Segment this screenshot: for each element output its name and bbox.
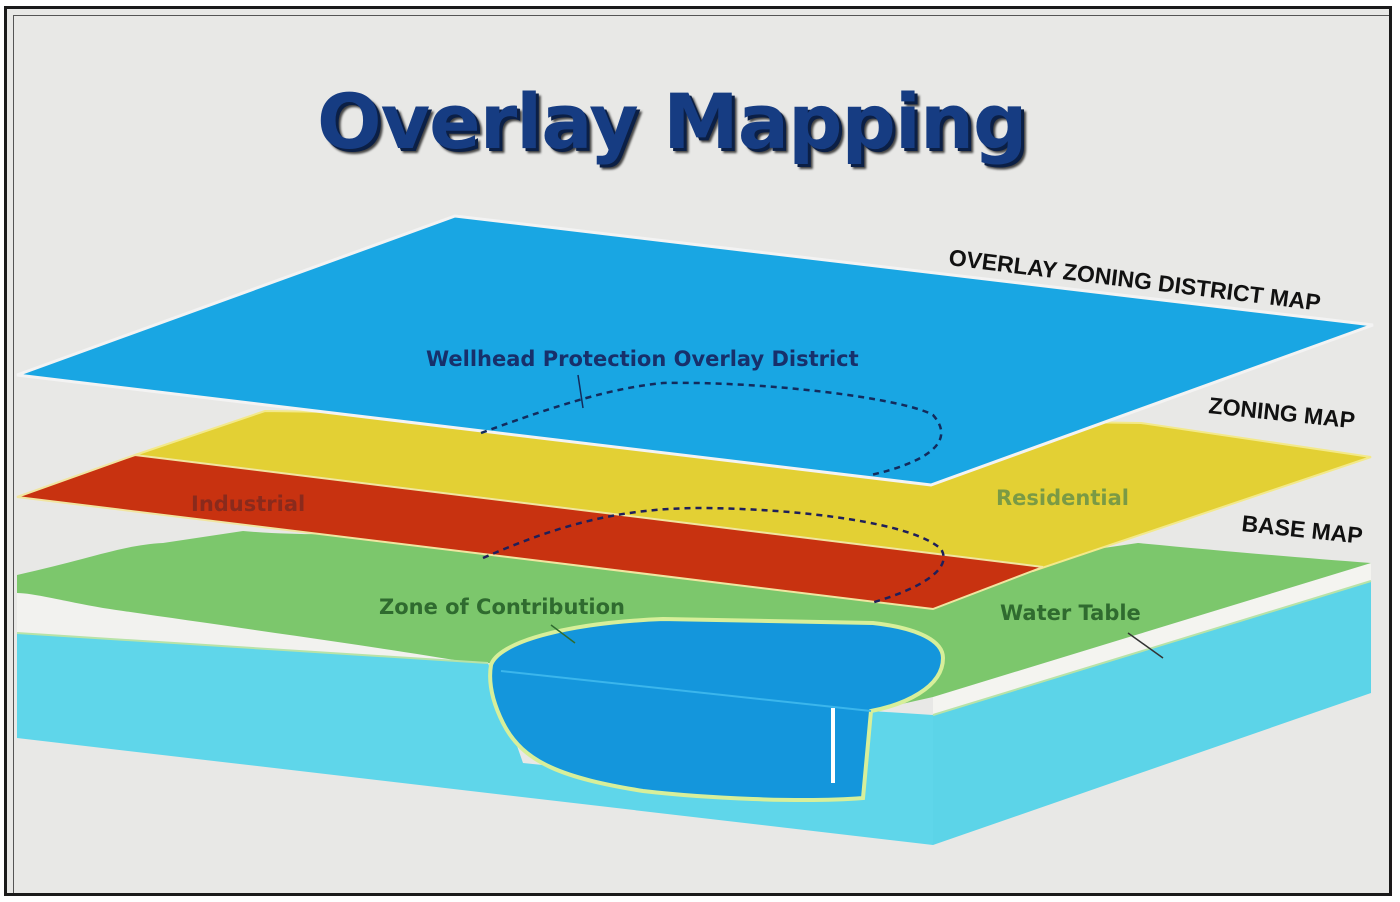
water-table-label: Water Table: [1000, 601, 1141, 625]
water-table-line: [16, 580, 1372, 716]
zone-of-contribution-label: Zone of Contribution: [379, 595, 625, 619]
base-map-surface: [17, 531, 1371, 711]
groundwater-right-face: [933, 581, 1371, 845]
plume-surface-edge: [500, 670, 872, 712]
industrial-label: Industrial: [191, 492, 305, 516]
diagram-frame: OVERLAY ZONING DISTRICT MAP ZONING MAP B…: [4, 6, 1392, 896]
zoning-map-label: ZONING MAP: [1207, 392, 1356, 433]
zoning-industrial-strip: [16, 453, 1044, 611]
base-map-label: BASE MAP: [1240, 510, 1363, 549]
overlay-mapping-diagram: OVERLAY ZONING DISTRICT MAP ZONING MAP B…: [16, 214, 1374, 845]
overlay-district-surface: [16, 214, 1374, 487]
overlay-district-outline: [480, 381, 943, 477]
residential-label: Residential: [996, 486, 1129, 510]
water-table-leader: [1127, 632, 1164, 659]
zone-of-contribution: [488, 616, 946, 803]
zone-contribution-leader: [550, 624, 576, 644]
zoning-district-outline: [482, 506, 945, 605]
page-title: Overlay Mapping: [317, 77, 1027, 166]
wellhead-leader: [577, 374, 584, 409]
soil-strip-right: [933, 563, 1371, 715]
wellhead-district-label: Wellhead Protection Overlay District: [426, 347, 859, 371]
